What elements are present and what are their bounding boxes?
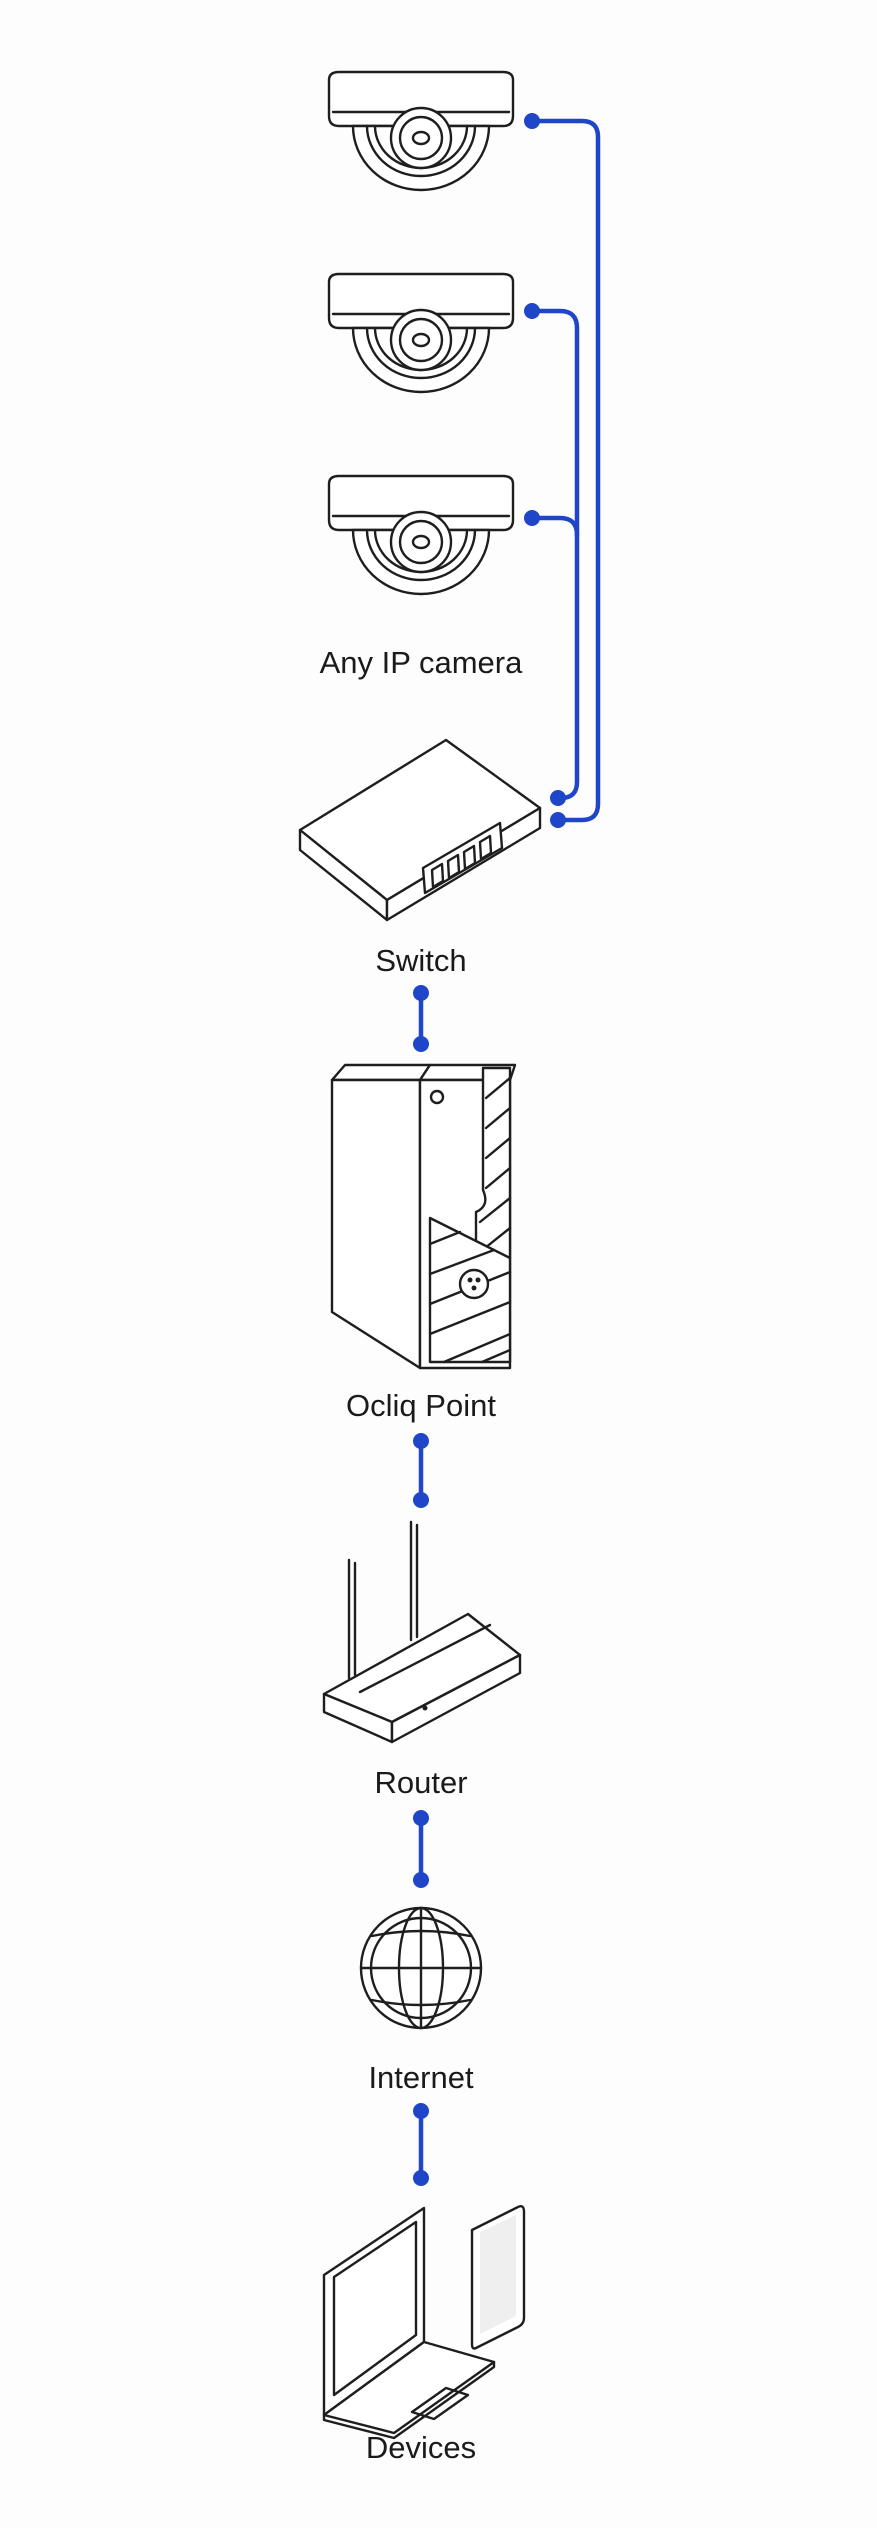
- connector-camera-2: [524, 303, 580, 806]
- internet-node: Internet: [359, 1906, 483, 2095]
- camera-to-switch-connectors: [524, 113, 601, 828]
- router-label: Router: [374, 1765, 467, 1800]
- internet-label: Internet: [368, 2060, 474, 2095]
- switch-node: Switch: [298, 738, 542, 978]
- vent-stripes-upper: [478, 1076, 512, 1254]
- router-node: Router: [322, 1520, 522, 1800]
- ocliq-point-node: Ocliq Point: [330, 1063, 517, 1423]
- camera-label: Any IP camera: [320, 645, 524, 680]
- router-icon: [322, 1520, 522, 1744]
- connector-router-internet: [413, 1810, 429, 1888]
- ocliq-point-label: Ocliq Point: [346, 1388, 496, 1423]
- connector-camera-1: [524, 113, 601, 828]
- globe-icon: [359, 1906, 483, 2030]
- connector-internet-devices: [413, 2103, 429, 2186]
- connector-ocliq-router: [413, 1433, 429, 1508]
- dome-camera-icon: [327, 70, 515, 192]
- dome-camera-icon: [327, 272, 515, 394]
- switch-label: Switch: [375, 943, 466, 978]
- laptop-phone-icon: [322, 2204, 526, 2440]
- server-tower-icon: [330, 1063, 517, 1370]
- devices-label: Devices: [366, 2430, 476, 2465]
- dome-camera-icon: [327, 474, 515, 596]
- camera-node: Any IP camera: [320, 70, 524, 680]
- devices-node: Devices: [322, 2204, 526, 2465]
- connector-switch-ocliq: [413, 985, 429, 1052]
- connector-camera-3: [524, 510, 580, 538]
- network-switch-icon: [298, 738, 542, 922]
